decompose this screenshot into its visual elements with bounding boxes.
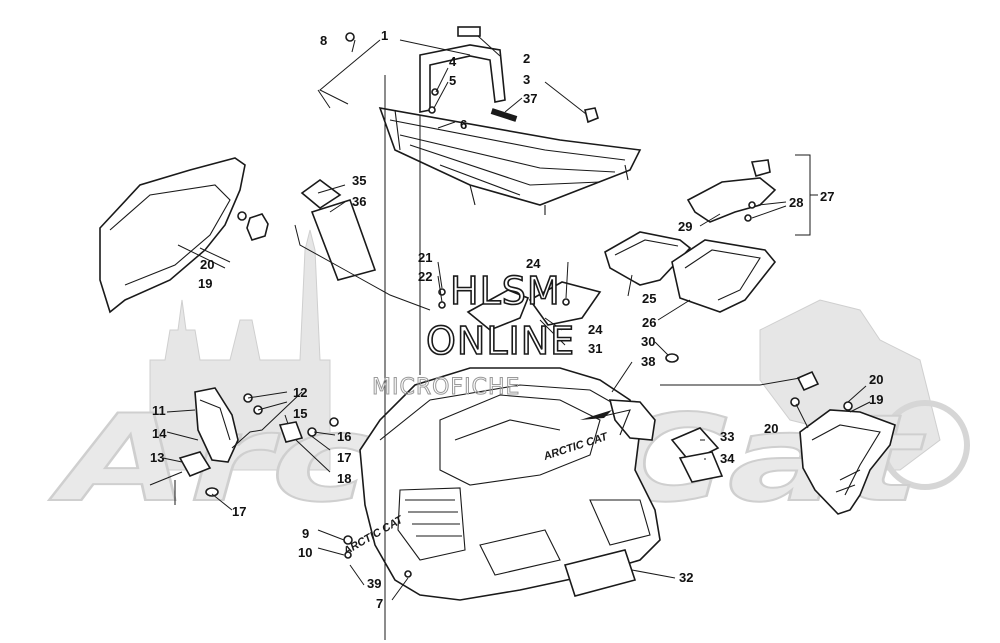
callout-30: 30 bbox=[641, 334, 655, 349]
callout-3: 3 bbox=[523, 72, 530, 87]
rear-decals-35-36 bbox=[300, 179, 377, 281]
callout-21: 21 bbox=[418, 250, 432, 265]
callout-10: 10 bbox=[298, 545, 312, 560]
callout-29: 29 bbox=[678, 219, 692, 234]
callout-18: 18 bbox=[337, 471, 351, 486]
right-front-fender bbox=[670, 370, 896, 515]
callouts: 1 2 3 4 5 6 7 8 9 10 11 12 13 14 15 16 1… bbox=[150, 28, 883, 611]
callout-25: 25 bbox=[642, 291, 656, 306]
callout-6: 6 bbox=[460, 117, 467, 132]
site-watermark: HLSM ONLINE MICROFICHE bbox=[372, 268, 575, 400]
callout-36: 36 bbox=[352, 194, 366, 209]
rack-assembly bbox=[378, 26, 642, 215]
decal-32 bbox=[563, 549, 637, 597]
callout-17a: 17 bbox=[337, 450, 351, 465]
callout-20b: 20 bbox=[869, 372, 883, 387]
callout-28: 28 bbox=[789, 195, 803, 210]
left-rear-fender-panel bbox=[99, 157, 246, 314]
callout-37: 37 bbox=[523, 91, 537, 106]
left-headlight-assembly bbox=[149, 387, 339, 497]
callout-13: 13 bbox=[150, 450, 164, 465]
right-front-washer bbox=[796, 370, 820, 392]
callout-15: 15 bbox=[293, 406, 307, 421]
callout-27: 27 bbox=[820, 189, 834, 204]
nut-3 bbox=[584, 107, 599, 124]
front-fender-body bbox=[359, 367, 661, 601]
callout-11: 11 bbox=[152, 403, 166, 418]
callout-38: 38 bbox=[641, 354, 655, 369]
callout-14: 14 bbox=[152, 426, 167, 441]
callout-12: 12 bbox=[293, 385, 307, 400]
callout-19a: 19 bbox=[198, 276, 212, 291]
callout-16: 16 bbox=[337, 429, 351, 444]
callout-24a: 24 bbox=[526, 256, 541, 271]
decal-37 bbox=[490, 108, 518, 122]
watermark-line-3: MICROFICHE bbox=[372, 375, 520, 400]
cover-29 bbox=[686, 177, 777, 223]
callout-17b: 17 bbox=[232, 504, 246, 519]
front-body: ARCTIC CAT ARCTIC CAT bbox=[341, 367, 661, 601]
callout-24b: 24 bbox=[588, 322, 603, 337]
callout-26: 26 bbox=[642, 315, 656, 330]
callout-5: 5 bbox=[449, 73, 456, 88]
leader-lines bbox=[162, 35, 871, 640]
callout-7: 7 bbox=[376, 596, 383, 611]
storage-components bbox=[604, 154, 811, 313]
decal-2 bbox=[457, 26, 481, 37]
callout-4: 4 bbox=[449, 54, 457, 69]
callout-35: 35 bbox=[352, 173, 366, 188]
callout-22: 22 bbox=[418, 269, 432, 284]
watermark-line-1: HLSM bbox=[450, 269, 561, 313]
watermark-line-2: ONLINE bbox=[426, 319, 575, 363]
left-rear-washer bbox=[246, 213, 269, 241]
callout-1: 1 bbox=[381, 28, 388, 43]
callout-32: 32 bbox=[679, 570, 693, 585]
left-rear-fender bbox=[99, 157, 269, 314]
callout-20a: 20 bbox=[200, 257, 214, 272]
rack-frame bbox=[378, 106, 642, 206]
rack-handle bbox=[419, 44, 506, 113]
headlight-cover-14 bbox=[194, 387, 239, 463]
callout-9: 9 bbox=[302, 526, 309, 541]
center-panels bbox=[438, 281, 602, 331]
callout-19b: 19 bbox=[869, 392, 883, 407]
spring-13 bbox=[178, 451, 212, 478]
callout-39: 39 bbox=[367, 576, 381, 591]
callout-31: 31 bbox=[588, 341, 602, 356]
callout-34: 34 bbox=[720, 451, 735, 466]
callout-2: 2 bbox=[523, 51, 530, 66]
callout-20c: 20 bbox=[764, 421, 778, 436]
storage-box-26 bbox=[671, 239, 777, 313]
side-bracket bbox=[608, 399, 656, 441]
callout-8: 8 bbox=[320, 33, 327, 48]
callout-33: 33 bbox=[720, 429, 734, 444]
right-front-fender-panel bbox=[799, 409, 896, 515]
